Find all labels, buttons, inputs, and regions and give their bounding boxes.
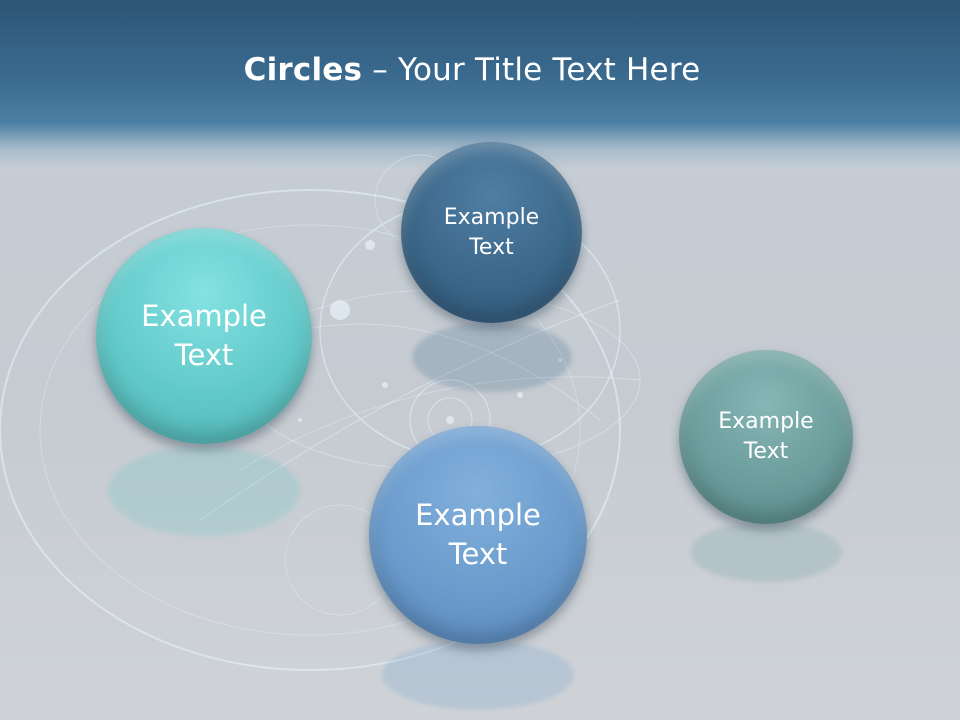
circle-reflection — [412, 322, 572, 392]
page-title: Circles – Your Title Text Here — [0, 52, 944, 88]
title-bold: Circles — [243, 52, 363, 88]
circle-label: Example Text — [718, 409, 814, 464]
circle-reflection — [108, 446, 300, 536]
title-rest: – Your Title Text Here — [362, 52, 701, 88]
circle-light-blue[interactable]: Example Text — [369, 426, 587, 644]
circle-dark-blue[interactable]: Example Text — [401, 142, 582, 323]
circle-large-teal[interactable]: Example Text — [96, 228, 312, 444]
circle-label: Example Text — [141, 298, 267, 372]
circle-gray-teal[interactable]: Example Text — [679, 350, 853, 524]
title-banner — [0, 0, 960, 170]
circle-label: Example Text — [443, 204, 540, 260]
circle-reflection — [690, 522, 842, 582]
circle-reflection — [382, 640, 574, 710]
circle-label: Example Text — [415, 497, 541, 571]
